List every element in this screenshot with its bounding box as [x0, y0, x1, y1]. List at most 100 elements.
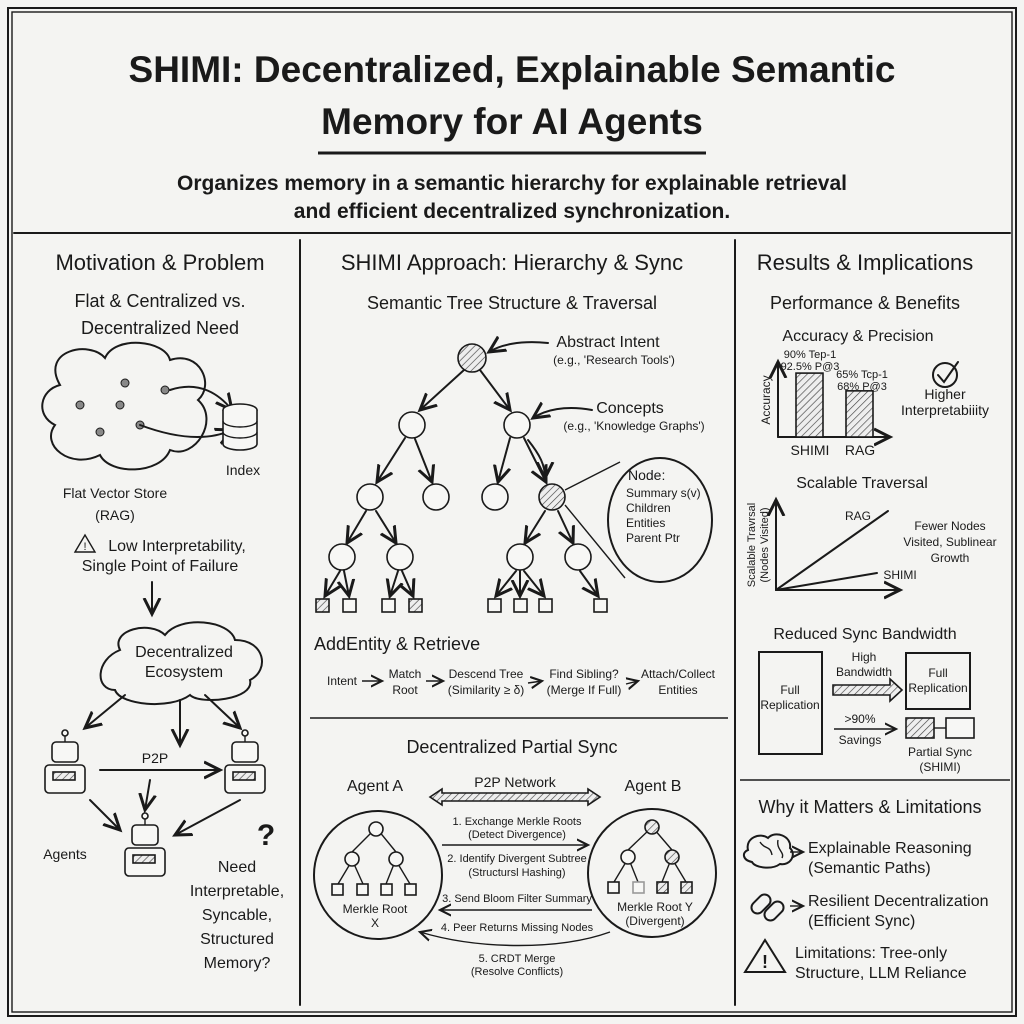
question-line-5: Memory? [204, 955, 271, 972]
full-rep2-2: Replication [908, 681, 967, 695]
rag-line [775, 510, 889, 591]
agent-b-tree [587, 808, 717, 938]
full-rep-1: Full [780, 683, 799, 697]
agent-b-label: Agent B [625, 778, 682, 795]
high-bandwidth-arrow [832, 677, 904, 703]
traversal-note-2: Visited, Sublinear [903, 535, 996, 549]
p2p-network-arrow [428, 787, 602, 807]
svg-text:!: ! [83, 541, 86, 553]
p2p-label: P2P [142, 750, 168, 766]
perf-title: Performance & Benefits [770, 293, 960, 313]
partial-sync-1: Partial Sync [908, 745, 972, 759]
why-item-2-line-2: (Efficient Sync) [808, 913, 915, 930]
why-item-2-line-1: Resilient Decentralization [808, 893, 989, 910]
question-line-4: Structured [200, 931, 274, 948]
partial-sync-2: (SHIMI) [919, 760, 960, 774]
concepts-example: (e.g., 'Knowledge Graphs') [563, 419, 704, 433]
subtitle-line-2: and efficient decentralized synchronizat… [294, 200, 730, 223]
question-mark: ? [257, 819, 275, 852]
question-line-2: Interpretable, [190, 883, 284, 900]
why-item-3-line-1: Limitations: Tree-only [795, 945, 947, 962]
flow-step-match: Match [389, 667, 422, 681]
traversal-ylabel-1: Scalable Travrsal [746, 503, 758, 587]
node-field-parent: Parent Ptr [626, 531, 680, 545]
flow-step-intent: Intent [327, 674, 358, 688]
savings-1: >90% [844, 712, 875, 726]
flow-step-descend-2: (Similarity ≥ δ) [448, 683, 525, 697]
ecosystem-label-1: Decentralized [135, 644, 233, 661]
bar-rag-name: RAG [845, 442, 875, 458]
node-callout [564, 457, 713, 583]
left-header: Motivation & Problem [55, 250, 264, 275]
robot-agent-1 [44, 729, 86, 794]
ecosystem-label-2: Ecosystem [145, 664, 223, 681]
index-label: Index [226, 462, 260, 478]
accuracy-chart: Accuracy 90% Tep-1 92.5% P@3 65% Tcp-1 6… [759, 349, 890, 458]
agent-a-label: Agent A [347, 778, 403, 795]
interpretability-2: Interpretabiiity [901, 402, 989, 418]
chain-link-icon [750, 893, 785, 922]
accuracy-title: Accuracy & Precision [782, 328, 933, 345]
tree-title: Semantic Tree Structure & Traversal [367, 293, 657, 313]
bar-rag [845, 390, 874, 438]
intent-pointer [489, 342, 549, 352]
bar-shimi-label-2: 92.5% P@3 [781, 361, 840, 373]
merkle-root-y-1: Merkle Root Y [617, 900, 693, 914]
svg-text:!: ! [762, 952, 768, 972]
network-arrows [85, 694, 240, 835]
database-icon [222, 403, 258, 451]
node-callout-title: Node: [628, 467, 665, 483]
bar-shimi [795, 372, 824, 438]
why-item-1-line-2: (Semantic Paths) [808, 860, 931, 877]
brain-icon [742, 833, 794, 869]
step-2-detail: (Structursl Hashing) [468, 867, 565, 879]
accuracy-ylabel: Accuracy [759, 375, 773, 424]
step-2: 2. Identify Divergent Subtree [447, 853, 586, 865]
step-3: 3. Send Bloom Filter Summary [442, 893, 592, 905]
savings-2: Savings [839, 733, 882, 747]
node-field-entities: Entities [626, 516, 665, 530]
question-line-1: Need [218, 859, 256, 876]
frame-inner [11, 11, 1013, 1013]
bar-rag-label-2: 68% P@3 [837, 381, 887, 393]
question-line-3: Syncable, [202, 907, 272, 924]
arrow-to-index-2 [139, 424, 232, 437]
step-1-detail: (Detect Divergence) [468, 829, 566, 841]
full-rep2-1: Full [928, 666, 947, 680]
concepts-label: Concepts [596, 400, 664, 417]
abstract-intent-label: Abstract Intent [556, 334, 660, 351]
agent-a-tree [313, 810, 443, 940]
bar-shimi-label-1: 90% Tep-1 [784, 349, 836, 361]
flow-step-attach-2: Entities [658, 683, 697, 697]
node-field-summary: Summary s(v) [626, 486, 701, 500]
bandwidth-title: Reduced Sync Bandwidth [773, 626, 956, 643]
vector-points [75, 378, 170, 437]
step-5-detail: (Resolve Conflicts) [471, 966, 563, 978]
warning-icon: ! [73, 533, 97, 553]
bar-shimi-name: SHIMI [791, 442, 830, 458]
warning-line-2: Single Point of Failure [82, 558, 239, 575]
sync-steps: 1. Exchange Merkle Roots (Detect Diverge… [420, 816, 611, 978]
middle-header: SHIMI Approach: Hierarchy & Sync [341, 250, 683, 275]
warning-line-1: Low Interpretability, [108, 538, 246, 555]
full-rep-2: Replication [760, 698, 819, 712]
flow-step-descend: Descend Tree [449, 667, 524, 681]
add-entity-flow: Intent Match Root Descend Tree (Similari… [327, 667, 716, 697]
frame-border [7, 7, 1017, 1017]
flat-vector-store-cloud [41, 341, 208, 471]
robot-agent-3 [124, 812, 166, 877]
merkle-root-y-2: (Divergent) [625, 914, 684, 928]
title-line-1: SHIMI: Decentralized, Explainable Semant… [129, 49, 896, 90]
merkle-root-x-2: X [371, 916, 379, 930]
merkle-root-x-1: Merkle Root [343, 902, 408, 916]
traversal-chart: Scalable Travrsal (Nodes Visited) RAG SH… [746, 500, 917, 590]
title-line-2: Memory for AI Agents [321, 101, 703, 142]
high-bw-2: Bandwidth [836, 665, 892, 679]
store-label-2: (RAG) [95, 507, 135, 523]
why-item-3-line-2: Structure, LLM Reliance [795, 965, 967, 982]
right-header: Results & Implications [757, 250, 973, 275]
bar-rag-label-1: 65% Tcp-1 [836, 369, 888, 381]
limitations-warning-icon: ! [743, 938, 787, 973]
why-title: Why it Matters & Limitations [758, 797, 981, 817]
